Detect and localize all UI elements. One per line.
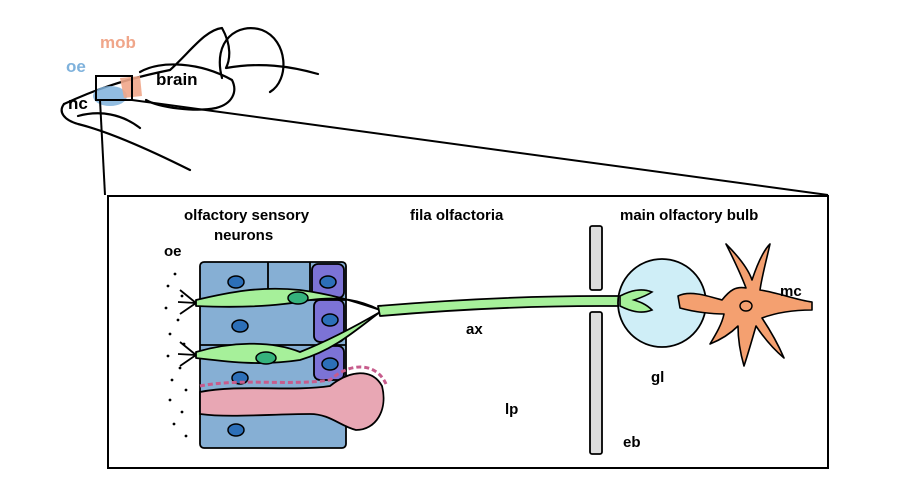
oe-region <box>93 86 127 106</box>
zoom-line-left <box>99 99 106 196</box>
mob-label: mob <box>100 33 136 52</box>
gl-label: gl <box>651 369 664 386</box>
osn-label-line2: neurons <box>214 227 273 244</box>
mc-label: mc <box>780 283 802 300</box>
axon-bundle <box>377 295 621 317</box>
head-outline <box>62 26 320 106</box>
fila-label: fila olfactoria <box>410 207 504 224</box>
brain-outline <box>138 63 236 111</box>
brain-label: brain <box>156 70 198 89</box>
oe-head-label: oe <box>66 57 86 76</box>
mucus-dots <box>164 272 188 438</box>
zoom-line-right <box>131 99 829 196</box>
ear <box>218 27 285 94</box>
inset-frame <box>107 195 829 469</box>
oe-inset-label: oe <box>164 243 182 260</box>
axon-terminals <box>619 289 654 313</box>
ax-label: ax <box>466 321 483 338</box>
cribriform-plate <box>589 225 603 455</box>
eb-label: eb <box>623 434 641 451</box>
zoom-source-box <box>95 75 133 101</box>
bowman-gland <box>199 372 385 431</box>
olfactory-sensory-neurons <box>177 287 621 367</box>
face-line <box>76 112 142 130</box>
bowman-gland-border <box>199 365 388 388</box>
neuron-nuclei <box>255 291 309 365</box>
lp-label: lp <box>505 401 518 418</box>
jaw-outline <box>60 102 192 172</box>
osn-label-line1: olfactory sensory <box>184 207 310 224</box>
mob-full-label: main olfactory bulb <box>620 207 758 224</box>
mitral-nucleus <box>739 300 753 312</box>
mouse-head-sketch <box>60 26 320 172</box>
nc-label: nc <box>68 94 88 113</box>
